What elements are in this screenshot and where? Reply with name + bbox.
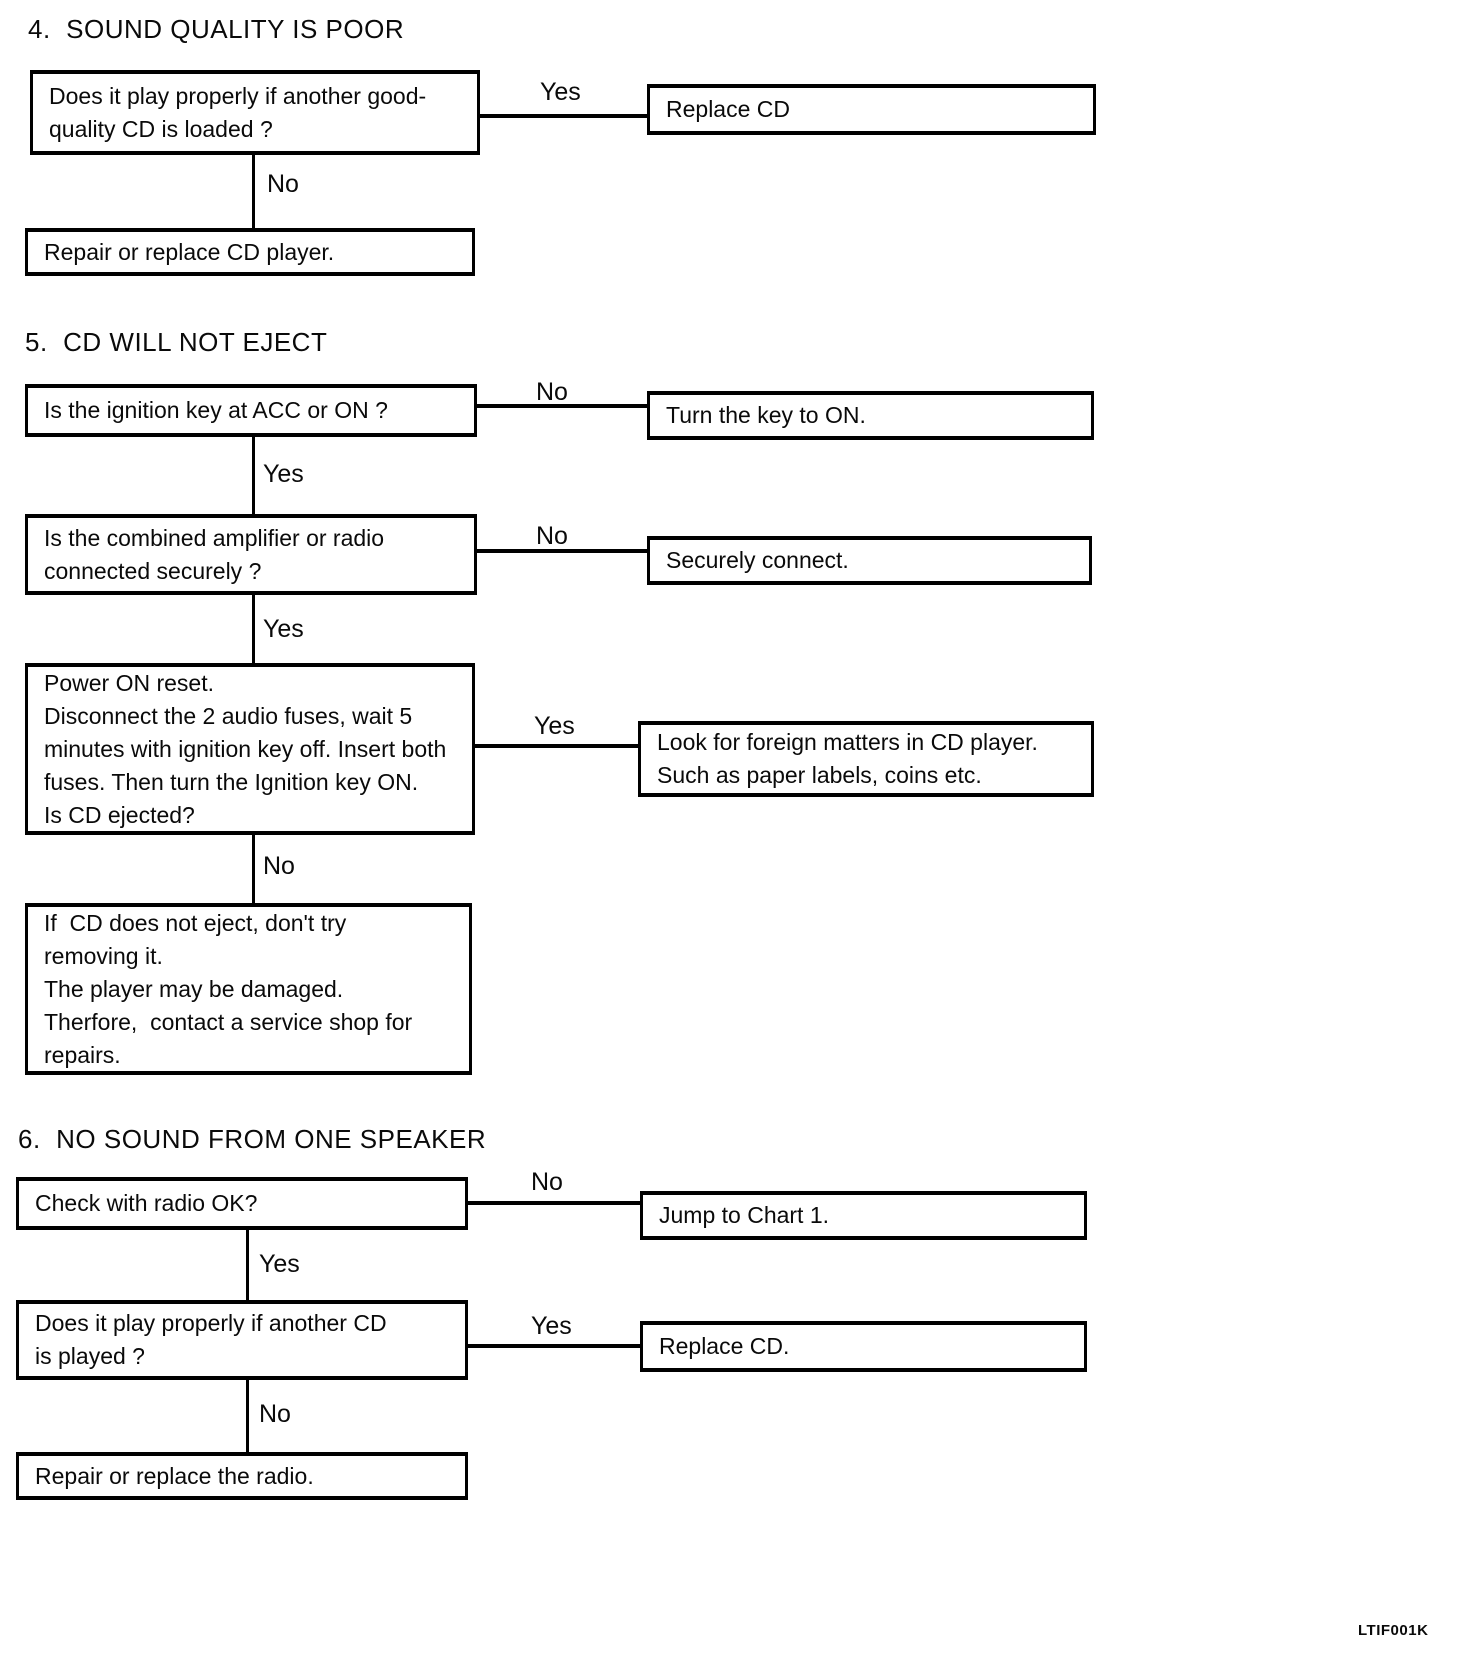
branch-label-yes: Yes bbox=[531, 1312, 572, 1340]
section-5-heading: 5. CD WILL NOT EJECT bbox=[25, 327, 328, 357]
connector-line bbox=[475, 744, 638, 748]
flowchart-node-question: Is the combined amplifier or radio conne… bbox=[25, 514, 477, 595]
connector-line bbox=[252, 155, 255, 228]
flowchart-node-action: Turn the key to ON. bbox=[647, 391, 1094, 440]
flowchart-node-action: Repair or replace CD player. bbox=[25, 228, 475, 276]
connector-line bbox=[246, 1230, 249, 1300]
branch-label-no: No bbox=[267, 170, 299, 198]
flowchart-node-action: Securely connect. bbox=[647, 536, 1092, 585]
connector-line bbox=[468, 1344, 640, 1348]
flowchart-node-question: Does it play properly if another CD is p… bbox=[16, 1300, 468, 1380]
flowchart-node-question: Does it play properly if another good- q… bbox=[30, 70, 480, 155]
branch-label-yes: Yes bbox=[263, 460, 304, 488]
branch-label-no: No bbox=[536, 378, 568, 406]
flowchart-node-question: Power ON reset. Disconnect the 2 audio f… bbox=[25, 663, 475, 835]
branch-label-no: No bbox=[536, 522, 568, 550]
flowchart-node-action: If CD does not eject, don't try removing… bbox=[25, 903, 472, 1075]
branch-label-yes: Yes bbox=[540, 78, 581, 106]
branch-label-yes: Yes bbox=[259, 1250, 300, 1278]
flowchart-node-question: Check with radio OK? bbox=[16, 1177, 468, 1230]
branch-label-yes: Yes bbox=[263, 615, 304, 643]
flowchart-node-action: Look for foreign matters in CD player. S… bbox=[638, 721, 1094, 797]
connector-line bbox=[252, 595, 255, 663]
branch-label-no: No bbox=[531, 1168, 563, 1196]
branch-label-yes: Yes bbox=[534, 712, 575, 740]
section-4-heading: 4. SOUND QUALITY IS POOR bbox=[28, 14, 405, 44]
connector-line bbox=[252, 437, 255, 514]
flowchart-node-action: Repair or replace the radio. bbox=[16, 1452, 468, 1500]
flowchart-node-action: Replace CD. bbox=[640, 1321, 1087, 1372]
flowchart-node-action: Replace CD bbox=[647, 84, 1096, 135]
connector-line bbox=[477, 404, 647, 408]
connector-line bbox=[252, 835, 255, 903]
connector-line bbox=[477, 549, 647, 553]
flowchart-node-question: Is the ignition key at ACC or ON ? bbox=[25, 384, 477, 437]
figure-reference-code: LTIF001K bbox=[1358, 1622, 1429, 1639]
flowchart-node-action: Jump to Chart 1. bbox=[640, 1191, 1087, 1240]
section-6-heading: 6. NO SOUND FROM ONE SPEAKER bbox=[18, 1124, 487, 1154]
connector-line bbox=[480, 114, 647, 118]
branch-label-no: No bbox=[263, 852, 295, 880]
connector-line bbox=[468, 1201, 640, 1205]
connector-line bbox=[246, 1380, 249, 1452]
branch-label-no: No bbox=[259, 1400, 291, 1428]
